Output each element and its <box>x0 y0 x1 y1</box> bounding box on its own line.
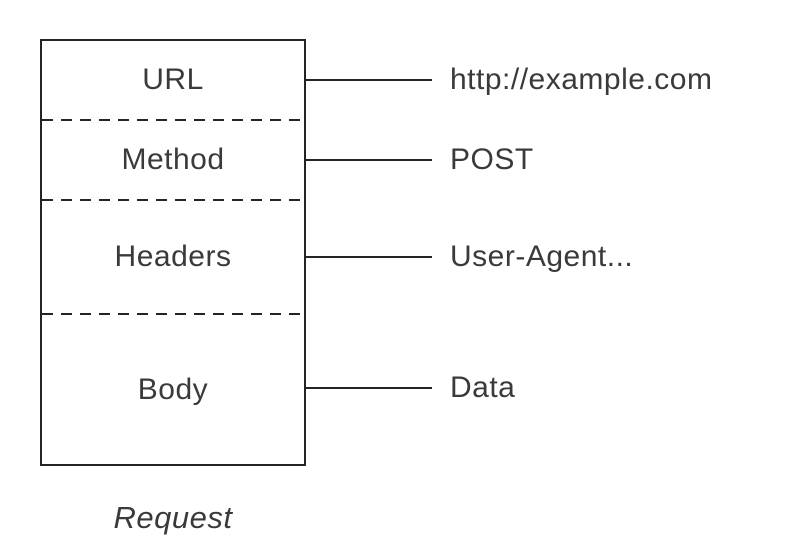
box-section-method: Method <box>121 143 225 176</box>
diagram-caption: Request <box>113 500 233 535</box>
value-url: http://example.com <box>450 63 713 96</box>
value-body: Data <box>450 371 516 404</box>
dashed-separator <box>42 119 304 121</box>
dashed-separator <box>42 313 304 315</box>
connector-line-method <box>306 159 432 161</box>
value-method: POST <box>450 143 534 176</box>
connector-line-headers <box>306 256 432 258</box>
connector-line-body <box>306 387 432 389</box>
dashed-separator <box>42 199 304 201</box>
value-headers: User-Agent... <box>450 240 634 273</box>
request-structure-box: URL Method Headers Body <box>40 39 306 466</box>
box-section-headers: Headers <box>114 240 232 273</box>
connector-line-url <box>306 79 432 81</box>
box-section-url: URL <box>142 63 204 96</box>
box-section-body: Body <box>137 372 209 406</box>
